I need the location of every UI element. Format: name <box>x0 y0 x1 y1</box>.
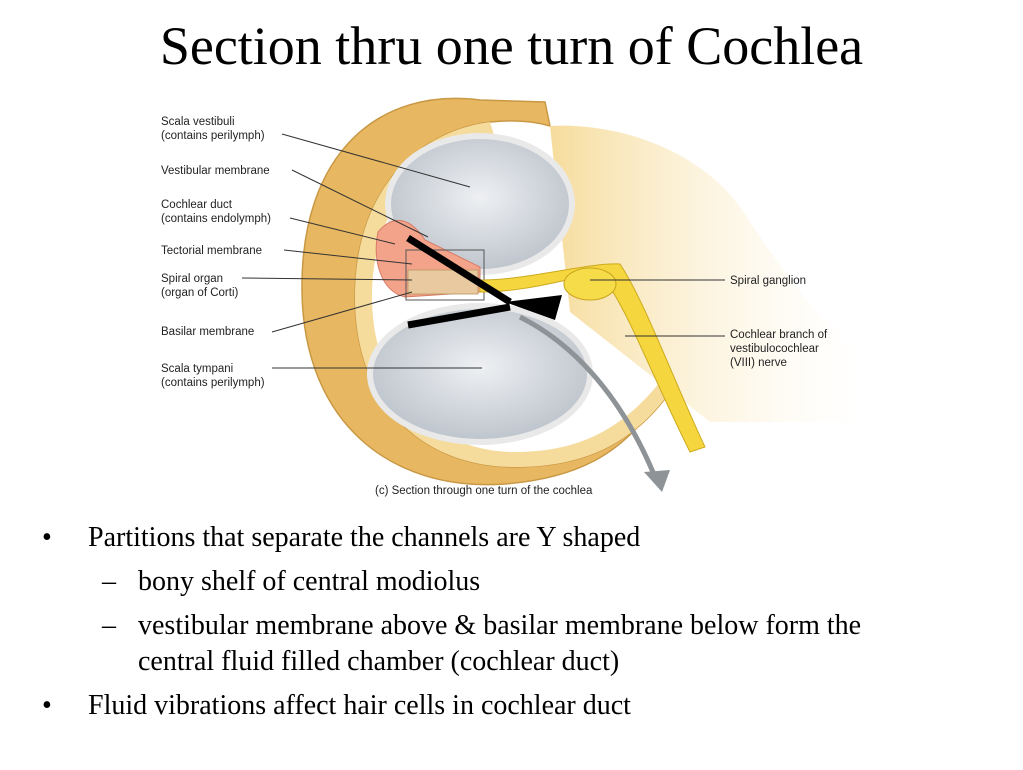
bullet-text: Partitions that separate the channels ar… <box>88 522 641 553</box>
bullet-item: • Partitions that separate the channels … <box>42 520 641 556</box>
bullet-marker: • <box>42 522 52 553</box>
slide-title: Section thru one turn of Cochlea <box>159 16 864 76</box>
curved-arrow <box>518 314 658 478</box>
cochlea-section-figure: Scala vestibuli (contains perilymph) Ves… <box>150 92 860 502</box>
label-spiral-ganglion: Spiral ganglion <box>730 275 806 287</box>
organ-of-corti-box <box>405 249 485 301</box>
spiral-ganglion <box>563 267 617 301</box>
label-cochlear-branch: Cochlear branch of vestibulocochlear (VI… <box>730 329 830 369</box>
label-tectorial-membrane: Tectorial membrane <box>161 245 262 257</box>
sub-bullet-item: – vestibular membrane above & basilar me… <box>102 608 1018 680</box>
modiolus-tissue <box>550 125 860 423</box>
curved-arrow-head <box>644 470 670 492</box>
sub-bullet-marker: – <box>102 566 116 597</box>
sub-bullet-marker: – <box>102 610 116 641</box>
label-basilar-membrane: Basilar membrane <box>161 326 254 338</box>
leader-lines <box>241 133 725 369</box>
sub-bullet-text: vestibular membrane above & basilar memb… <box>138 610 862 641</box>
label-cochlear-duct: Cochlear duct (contains endolymph) <box>161 199 271 225</box>
bullet-item: • Fluid vibrations affect hair cells in … <box>42 688 631 724</box>
label-spiral-organ: Spiral organ (organ of Corti) <box>161 273 239 299</box>
sub-bullet-item: – bony shelf of central modiolus <box>102 564 1018 600</box>
y-marker-lower-arm <box>407 303 511 329</box>
cochlea-diagram: Scala vestibuli (contains perilymph) Ves… <box>161 97 860 497</box>
label-scala-vestibuli: Scala vestibuli (contains perilymph) <box>161 116 265 142</box>
bullet-marker: • <box>42 690 52 721</box>
sub-bullet-text-continued: central fluid filled chamber (cochlear d… <box>138 646 620 677</box>
sub-bullet-text: bony shelf of central modiolus <box>138 566 481 597</box>
figure-caption: (c) Section through one turn of the coch… <box>375 485 593 497</box>
label-vestibular-membrane: Vestibular membrane <box>161 165 270 177</box>
y-marker-arm <box>406 235 512 305</box>
scala-tympani-chamber <box>367 303 593 445</box>
y-marker-stem <box>505 295 562 320</box>
label-scala-tympani: Scala tympani (contains perilymph) <box>161 363 265 389</box>
bullet-text: Fluid vibrations affect hair cells in co… <box>88 690 631 721</box>
